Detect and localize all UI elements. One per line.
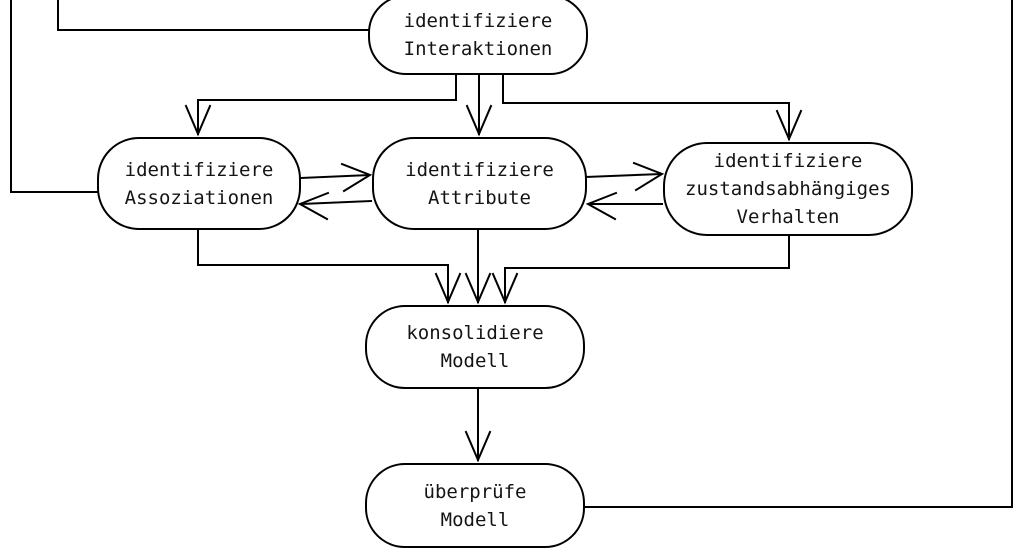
node-label-line: zustandsabhängiges: [685, 178, 891, 200]
edge-konsolidiere-to-ueberpruefe: [464, 387, 492, 463]
edge-interaktionen-to-verhalten: [502, 73, 803, 142]
arrowhead-down-icon: [184, 104, 212, 137]
edge-assoziationen-to-konsolidiere: [197, 229, 462, 305]
arrowhead-right-icon: [632, 161, 665, 192]
edge-attribute-to-konsolidiere: [464, 229, 492, 305]
node-label-line: identifiziere: [405, 158, 554, 181]
node-ueberpruefe-modell: überprüfe Modell: [365, 463, 585, 548]
edge-verhalten-to-attribute: [585, 191, 663, 221]
edge-interaktionen-to-assoziationen: [184, 73, 457, 137]
node-identifiziere-interaktionen: identifiziere Interaktionen: [368, 0, 588, 75]
edge-loop-left-to-interaktionen: [57, 0, 372, 31]
node-label-line: Verhalten: [736, 206, 840, 228]
node-label-line: identifiziere: [124, 158, 274, 181]
arrowhead-right-icon: [340, 162, 373, 193]
node-identifiziere-attribute: identifiziere Attribute: [372, 137, 587, 230]
node-label-line: Interaktionen: [403, 38, 553, 60]
node-label-line: Modell: [440, 350, 510, 372]
node-label-line: identifiziere: [403, 10, 553, 32]
edge-assoziationen-to-attribute: [299, 162, 373, 193]
arrowhead-left-icon: [297, 191, 330, 221]
node-label-line: konsolidiere: [406, 322, 544, 344]
arrowhead-down-icon: [464, 430, 492, 463]
arrowhead-down-icon: [465, 104, 493, 137]
edge-interaktionen-to-attribute: [465, 73, 493, 137]
node-label-line: Modell: [440, 508, 510, 531]
edge-attribute-to-assoziationen: [297, 191, 373, 221]
arrowhead-down-icon: [434, 272, 462, 305]
node-label-line: Attribute: [428, 186, 531, 209]
arrowhead-down-icon: [491, 272, 519, 305]
node-label-line: Assoziationen: [124, 186, 274, 209]
node-konsolidiere-modell: konsolidiere Modell: [365, 305, 585, 389]
edge-ueberpruefe-loop-right: [584, 0, 1013, 508]
node-label-line: identifiziere: [713, 150, 863, 172]
arrowhead-down-icon: [464, 272, 492, 305]
arrowhead-down-icon: [775, 109, 803, 142]
edge-loop-left-to-assoziationen: [10, 0, 99, 193]
node-identifiziere-zustandsabhaengiges-verhalten: identifiziere zustandsabhängiges Verhalt…: [663, 142, 913, 236]
edge-verhalten-to-konsolidiere: [491, 235, 790, 305]
edge-attribute-to-verhalten: [584, 161, 665, 192]
arrowhead-left-icon: [585, 191, 618, 221]
node-identifiziere-assoziationen: identifiziere Assoziationen: [97, 137, 301, 230]
node-label-line: überprüfe: [423, 480, 527, 503]
